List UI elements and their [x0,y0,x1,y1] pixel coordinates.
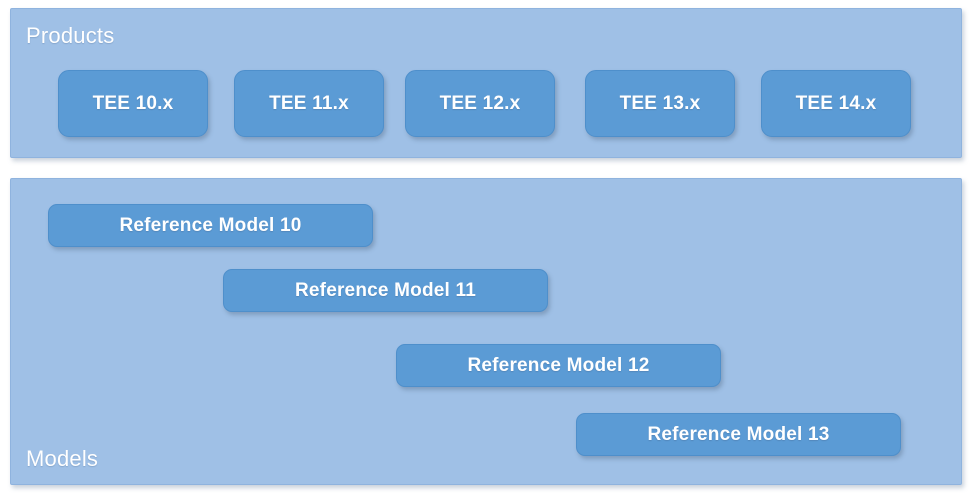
product-item-tee-11[interactable]: TEE 11.x [234,70,384,137]
product-item-tee-12[interactable]: TEE 12.x [405,70,555,137]
products-panel: Products TEE 10.x TEE 11.x TEE 12.x TEE … [10,8,962,158]
product-item-tee-14[interactable]: TEE 14.x [761,70,911,137]
model-item-reference-model-13[interactable]: Reference Model 13 [576,413,901,456]
model-item-reference-model-12[interactable]: Reference Model 12 [396,344,721,387]
product-item-tee-10[interactable]: TEE 10.x [58,70,208,137]
products-panel-title: Products [26,23,115,48]
model-item-reference-model-10[interactable]: Reference Model 10 [48,204,373,247]
model-item-reference-model-11[interactable]: Reference Model 11 [223,269,548,312]
models-panel: Reference Model 10 Reference Model 11 Re… [10,178,962,485]
product-item-tee-13[interactable]: TEE 13.x [585,70,735,137]
models-panel-title: Models [26,446,99,471]
